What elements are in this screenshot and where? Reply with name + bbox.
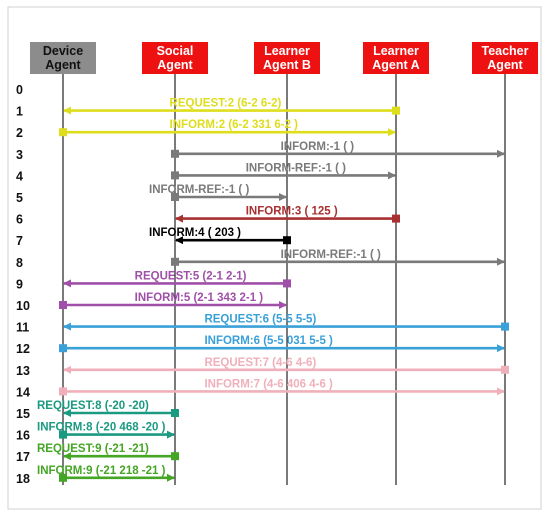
message-18: INFORM:9 (-21 218 -21 ) [37, 465, 175, 482]
agent-label: Agent B [263, 58, 311, 72]
message-label: INFORM-REF:-1 ( ) [246, 162, 346, 174]
message-origin [392, 106, 400, 115]
message-origin [283, 236, 291, 245]
agent-label: Learner [373, 44, 419, 58]
message-label: REQUEST:2 (6-2 6-2) [170, 98, 282, 110]
step-number: 7 [16, 234, 23, 248]
message-origin [59, 473, 67, 482]
message-1: REQUEST:2 (6-2 6-2) [63, 98, 400, 115]
message-17: REQUEST:9 (-21 -21) [37, 443, 179, 461]
step-number: 10 [16, 299, 30, 313]
step-number: 4 [16, 169, 23, 183]
step-number: 6 [16, 213, 23, 227]
message-label: INFORM:-1 ( ) [281, 141, 355, 153]
message-15: REQUEST:8 (-20 -20) [37, 400, 179, 417]
message-label: INFORM:4 ( 203 ) [149, 227, 241, 239]
step-number: 9 [16, 277, 23, 291]
message-9: REQUEST:5 (2-1 2-1) [63, 270, 291, 288]
message-5: INFORM-REF:-1 ( ) [149, 184, 287, 201]
message-10: INFORM:5 (2-1 343 2-1 ) [59, 292, 287, 309]
message-origin [171, 409, 179, 417]
agent-box [254, 42, 320, 74]
message-label: REQUEST:5 (2-1 2-1) [135, 270, 247, 282]
message-16: INFORM:8 (-20 468 -20 ) [37, 422, 175, 439]
message-2: INFORM:2 (6-2 331 6-2 ) [59, 119, 396, 137]
agent-box [30, 42, 96, 74]
message-origin [59, 128, 67, 137]
agent-label: Agent [45, 58, 81, 72]
step-number: 12 [16, 342, 30, 356]
message-origin [501, 322, 509, 331]
message-3: INFORM:-1 ( ) [171, 141, 505, 158]
step-number: 14 [16, 385, 30, 399]
diagram-border [7, 6, 542, 510]
step-number: 13 [16, 364, 30, 378]
step-number: 2 [16, 126, 23, 140]
message-label: INFORM:9 (-21 218 -21 ) [37, 465, 166, 477]
message-7: INFORM:4 ( 203 ) [149, 227, 291, 245]
message-origin [171, 149, 179, 158]
message-origin [392, 214, 400, 223]
message-label: REQUEST:7 (4-6 4-6) [204, 357, 316, 369]
step-number: 8 [16, 256, 23, 270]
message-origin [59, 430, 67, 439]
agent-label: Social [157, 44, 194, 58]
message-4: INFORM-REF:-1 ( ) [171, 162, 396, 180]
message-label: INFORM:2 (6-2 331 6-2 ) [170, 119, 299, 131]
agent-label: Agent [487, 58, 523, 72]
agent-label: Agent A [372, 58, 419, 72]
message-label: INFORM-REF:-1 ( ) [281, 249, 381, 261]
agent-label: Device [43, 44, 83, 58]
message-8: INFORM-REF:-1 ( ) [171, 249, 505, 266]
agent-box [363, 42, 429, 74]
message-label: INFORM-REF:-1 ( ) [149, 184, 249, 196]
step-number: 16 [16, 429, 30, 443]
step-number: 17 [16, 450, 30, 464]
step-number: 15 [16, 407, 30, 421]
agent-box [142, 42, 208, 74]
agent-label: Learner [264, 44, 310, 58]
message-origin [501, 365, 509, 374]
message-6: INFORM:3 ( 125 ) [175, 206, 400, 223]
message-origin [171, 171, 179, 180]
message-origin [59, 387, 67, 396]
message-origin [171, 452, 179, 461]
agent-label: Agent [157, 58, 193, 72]
message-label: REQUEST:8 (-20 -20) [37, 400, 149, 412]
step-number: 1 [16, 105, 23, 119]
step-number: 5 [16, 191, 23, 205]
message-12: INFORM:6 (5-5 031 5-5 ) [59, 335, 505, 353]
message-origin [59, 344, 67, 353]
message-13: REQUEST:7 (4-6 4-6) [63, 357, 509, 374]
message-11: REQUEST:6 (5-5 5-5) [63, 314, 509, 331]
message-label: INFORM:8 (-20 468 -20 ) [37, 422, 166, 434]
message-label: INFORM:7 (4-6 406 4-6 ) [204, 378, 333, 390]
step-number: 3 [16, 148, 23, 162]
message-label: INFORM:3 ( 125 ) [246, 206, 338, 218]
message-label: INFORM:5 (2-1 343 2-1 ) [135, 292, 264, 304]
message-label: REQUEST:6 (5-5 5-5) [204, 314, 316, 326]
agent-box [472, 42, 538, 74]
step-number: 11 [16, 321, 29, 335]
message-14: INFORM:7 (4-6 406 4-6 ) [59, 378, 505, 396]
message-origin [59, 301, 67, 309]
message-origin [171, 257, 179, 266]
step-number: 18 [16, 472, 30, 486]
step-number: 0 [16, 83, 23, 97]
message-origin [171, 193, 179, 201]
agent-label: Teacher [481, 44, 528, 58]
message-label: REQUEST:9 (-21 -21) [37, 443, 149, 455]
message-label: INFORM:6 (5-5 031 5-5 ) [204, 335, 333, 347]
message-origin [283, 279, 291, 288]
